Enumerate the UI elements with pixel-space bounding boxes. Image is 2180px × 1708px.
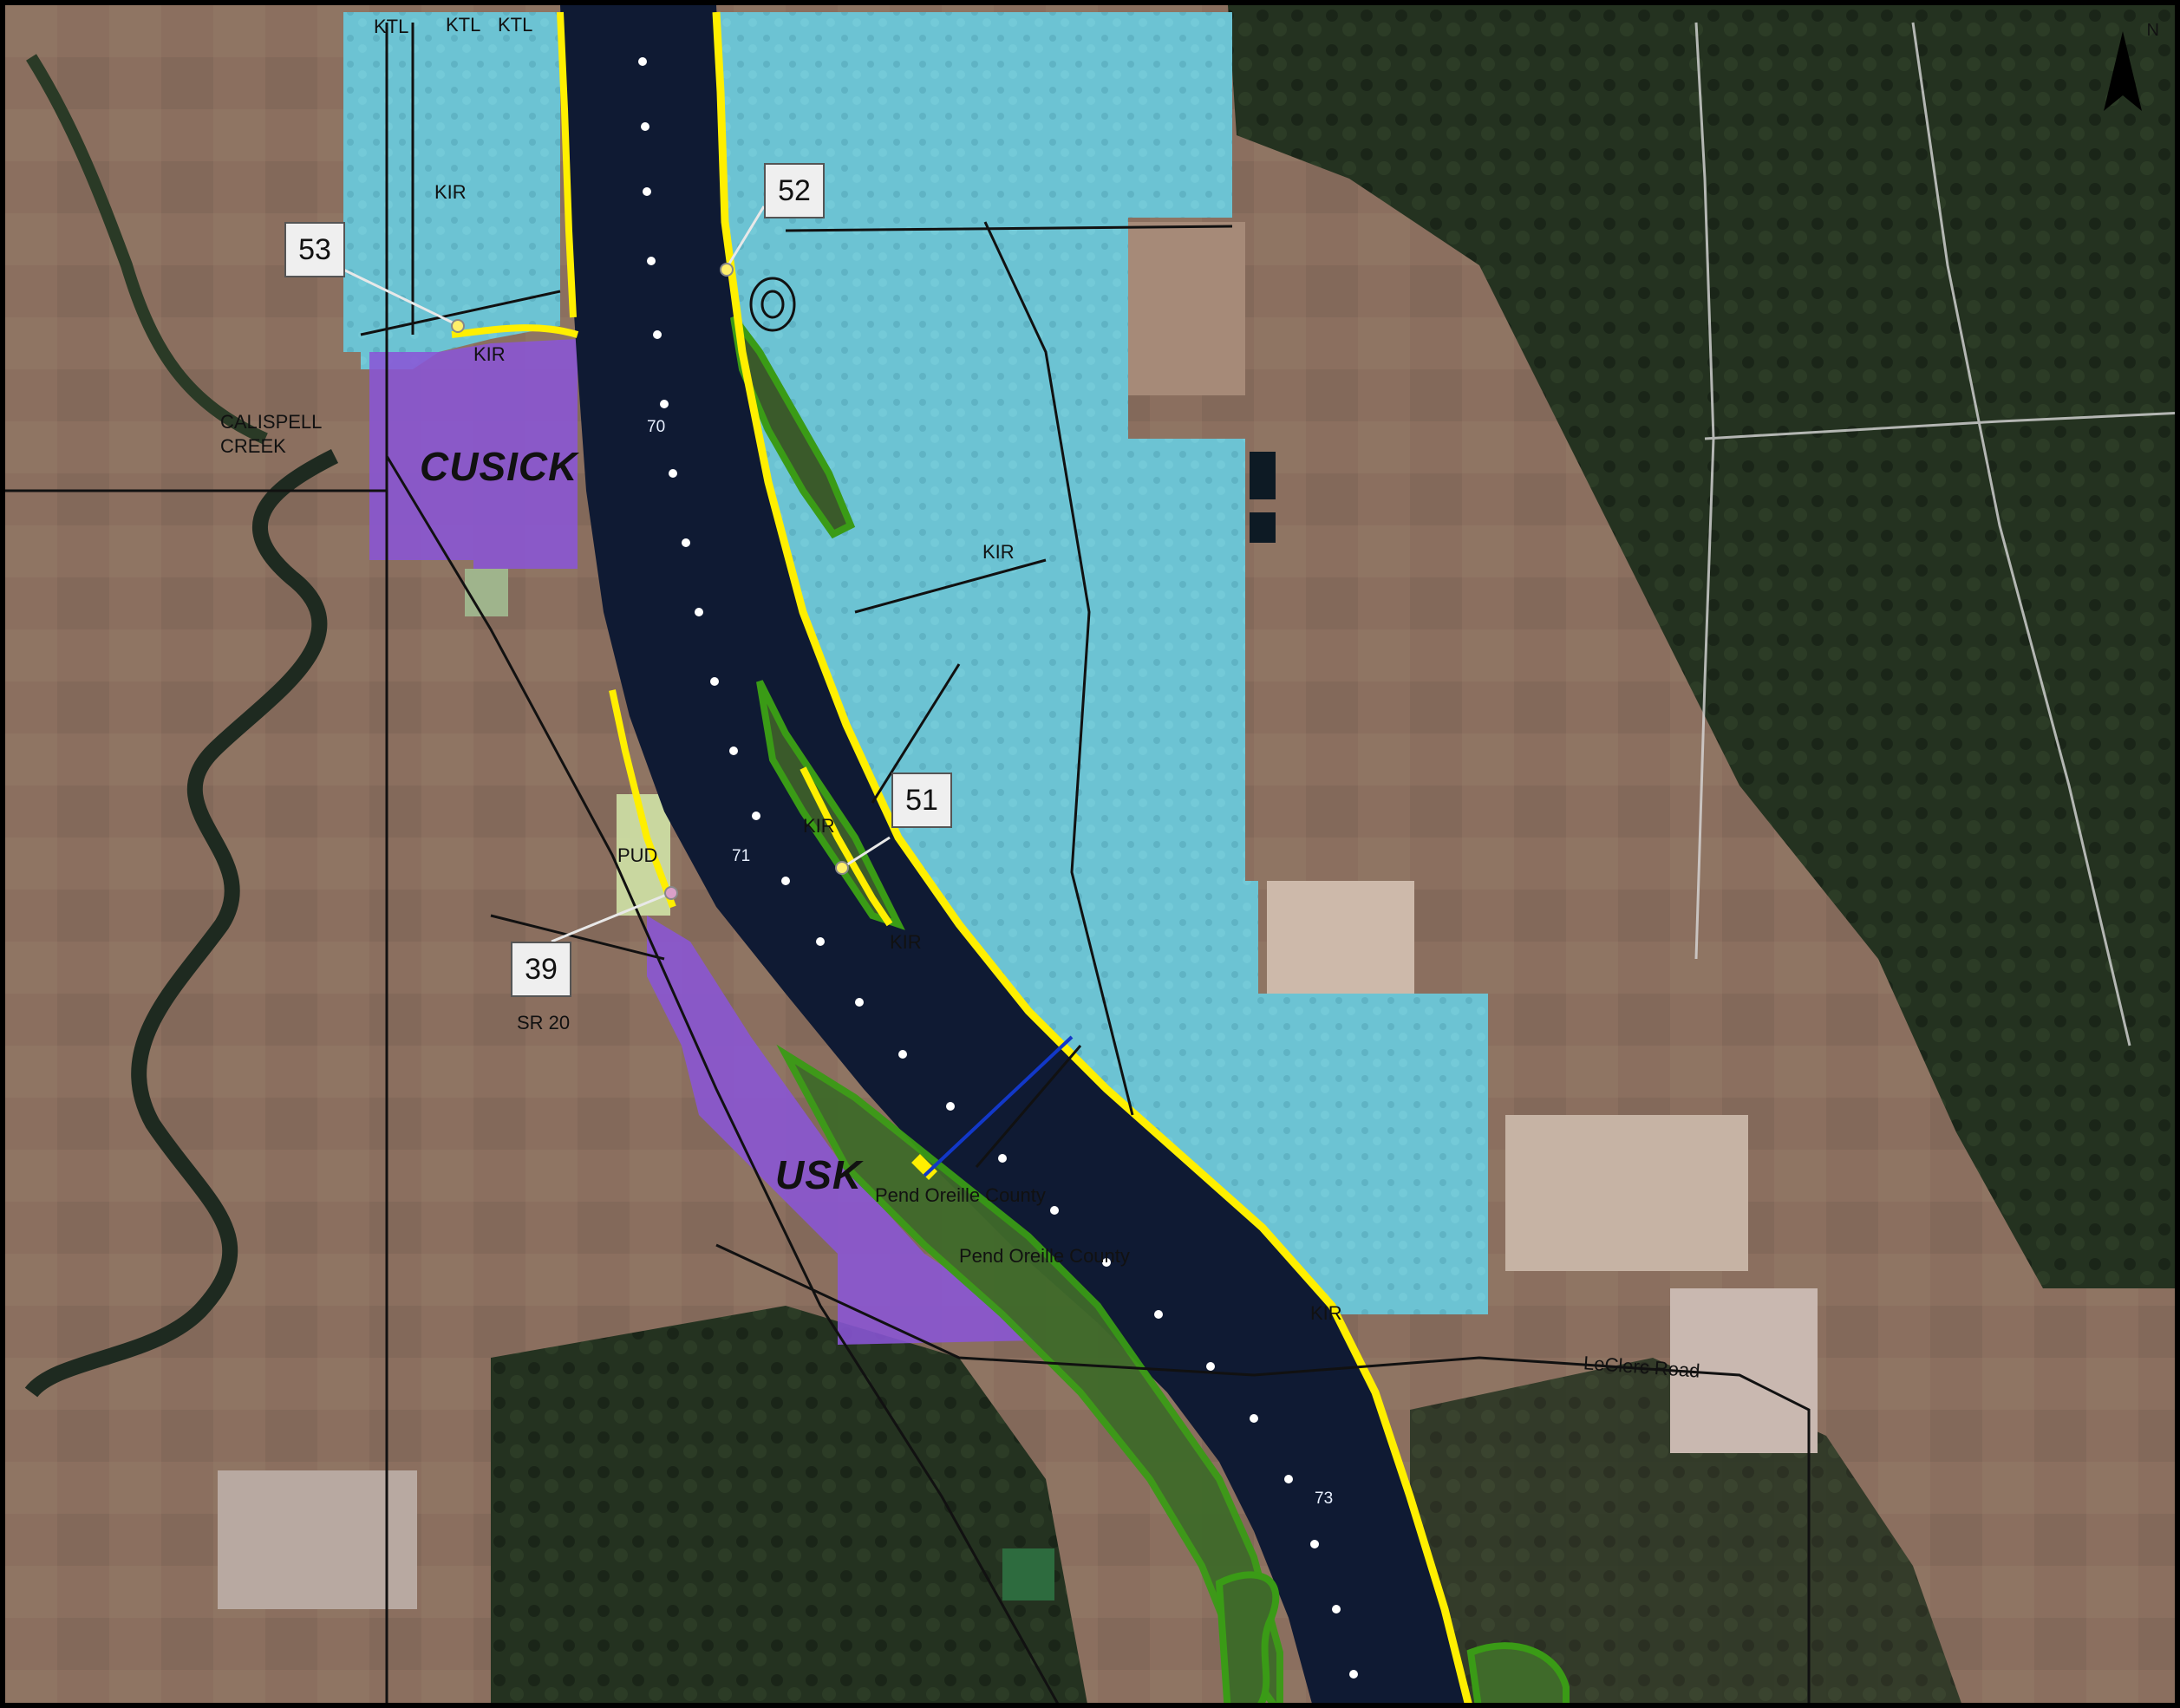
callout-leaders — [343, 205, 891, 943]
roads-white — [1694, 22, 2175, 1046]
site-52-point — [720, 263, 734, 277]
river-mile-73: 73 — [1315, 1490, 1334, 1508]
forest-area-southeast — [1410, 1358, 1961, 1703]
kir-label-lower: KIR — [890, 931, 922, 953]
callout-39[interactable]: 39 — [511, 942, 571, 997]
forest-area-east — [1228, 5, 2175, 1288]
kir-label-cusick: KIR — [473, 343, 506, 365]
kir-label-top: KIR — [434, 181, 467, 203]
field-pale-4 — [1670, 1288, 1818, 1453]
north-label: N — [2146, 21, 2159, 40]
river-mile-70: 70 — [647, 418, 666, 436]
transect-line — [923, 1035, 1074, 1177]
kir-label-mid: KIR — [982, 541, 1015, 563]
site-51-point — [835, 861, 849, 875]
shoreline-cusick — [451, 324, 579, 338]
ktl-label-1: KTL — [374, 16, 409, 37]
calispell-label-line2: CREEK — [220, 435, 286, 457]
usk-city-zone — [647, 916, 1037, 1345]
forest-area-southcentral — [491, 1306, 1087, 1703]
county-label-2: Pend Oreille County — [959, 1245, 1130, 1267]
kir-zone-east — [716, 12, 1488, 1314]
shoreline-east — [712, 11, 1472, 1703]
pond-3 — [1250, 512, 1276, 543]
callout-52[interactable]: 52 — [764, 163, 825, 218]
sr20-label: SR 20 — [517, 1012, 571, 1033]
ktl-label-3: KTL — [498, 14, 533, 36]
pond-loop-inner — [760, 290, 785, 319]
field-pale-3 — [1505, 1115, 1748, 1271]
town-label-cusick: CUSICK — [420, 444, 578, 489]
shoreline-west-north — [557, 11, 577, 318]
cusick-city-zone — [369, 339, 578, 569]
river-mile-71: 71 — [732, 847, 751, 865]
pond-1 — [1002, 1548, 1054, 1600]
town-label-usk: USK — [775, 1152, 863, 1197]
calispell-creek-west — [26, 54, 268, 445]
island-lower-2 — [1215, 1571, 1280, 1703]
roads — [5, 23, 1811, 1703]
calispell-label-line1: CALISPELL — [220, 411, 323, 433]
kir-label-51: KIR — [803, 815, 835, 837]
shoreline-51 — [800, 766, 893, 927]
shoreline-west-mid — [609, 689, 676, 909]
field-green-1 — [465, 569, 508, 616]
island-se — [1466, 1642, 1570, 1703]
callout-53[interactable]: 53 — [284, 222, 345, 277]
ktl-label-2: KTL — [446, 14, 481, 36]
pud-label: PUD — [617, 844, 658, 866]
kir-zone-northwest — [343, 12, 560, 369]
island-lower — [776, 1044, 1283, 1703]
field-pale-5 — [1124, 222, 1245, 395]
aerial-map[interactable] — [5, 5, 2180, 1708]
site-53-point — [451, 319, 465, 333]
river-centerline-dots — [638, 57, 1358, 1679]
pond-loop — [749, 277, 796, 332]
calispell-creek — [24, 448, 339, 1398]
field-pale-1 — [1267, 881, 1414, 1002]
north-arrow-icon — [2104, 31, 2142, 111]
shoreline-usk — [911, 1154, 937, 1180]
site-39-point — [664, 886, 678, 900]
pend-oreille-river — [560, 5, 1468, 1703]
kir-label-bottom: KIR — [1310, 1302, 1342, 1324]
county-label-1: Pend Oreille County — [875, 1184, 1046, 1206]
field-pale-2 — [218, 1470, 417, 1609]
callout-51[interactable]: 51 — [891, 773, 952, 828]
pond-2 — [1250, 452, 1276, 499]
island-mid — [756, 680, 905, 930]
